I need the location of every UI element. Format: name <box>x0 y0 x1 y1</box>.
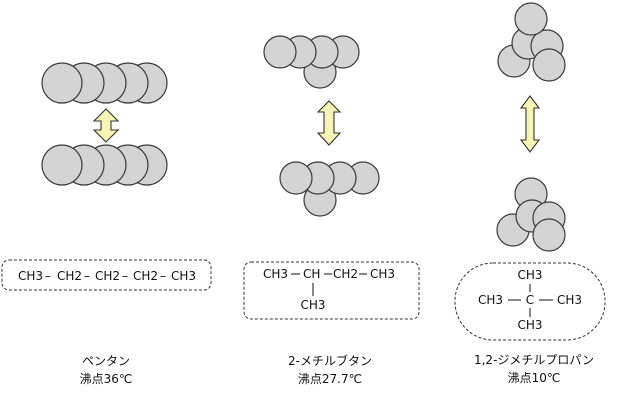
pentane-bottom-model <box>41 144 168 186</box>
compound-name: 1,2-ジメチルプロパン <box>474 353 594 367</box>
atom <box>532 218 566 252</box>
double-arrow-icon <box>519 95 541 153</box>
bond: – <box>122 269 128 283</box>
formula-group: CH3 <box>263 267 288 281</box>
pentane-formula-box <box>1 259 212 291</box>
methylbutane-bottom-model <box>279 161 380 217</box>
boiling-point: 沸点36℃ <box>80 372 133 386</box>
boiling-point: 沸点10℃ <box>508 371 561 385</box>
compound-name: 2-メチルブタン <box>288 353 372 368</box>
formula-group: CH3 <box>517 318 542 332</box>
formula-group: CH3 <box>300 298 325 312</box>
formula-group: CH3 <box>370 267 395 281</box>
double-arrow-icon <box>316 100 342 146</box>
double-arrow-icon <box>92 108 120 143</box>
bond: – <box>84 269 90 283</box>
formula-group: CH2 <box>133 269 158 283</box>
compound-name: ペンタン <box>82 354 130 368</box>
bond: – <box>160 269 166 283</box>
boiling-point: 沸点27.7℃ <box>298 372 362 386</box>
methylbutane-formula-box <box>243 261 420 320</box>
bond: – <box>45 269 51 283</box>
formula-group: CH3 <box>171 269 196 283</box>
formula-group: CH3 <box>18 269 43 283</box>
atom <box>263 35 297 69</box>
pentane-top-model <box>41 62 168 104</box>
atom <box>279 161 313 195</box>
atom <box>514 2 548 36</box>
atom <box>41 62 83 104</box>
formula-group: CH3 <box>478 293 503 307</box>
atom <box>532 48 566 82</box>
dimethylpropane-bottom-model <box>496 177 566 252</box>
dimethylpropane-formula-box <box>454 262 606 341</box>
formula-group: CH3 <box>557 293 582 307</box>
methylbutane-top-model <box>263 35 360 89</box>
formula-group: CH <box>303 267 320 281</box>
formula-group: CH2 <box>333 267 358 281</box>
atom <box>41 144 83 186</box>
formula-group: CH2 <box>57 269 82 283</box>
formula-group: CH2 <box>95 269 120 283</box>
formula-group: C <box>526 293 534 307</box>
dimethylpropane-top-model <box>497 2 566 82</box>
formula-group: CH3 <box>517 268 542 282</box>
